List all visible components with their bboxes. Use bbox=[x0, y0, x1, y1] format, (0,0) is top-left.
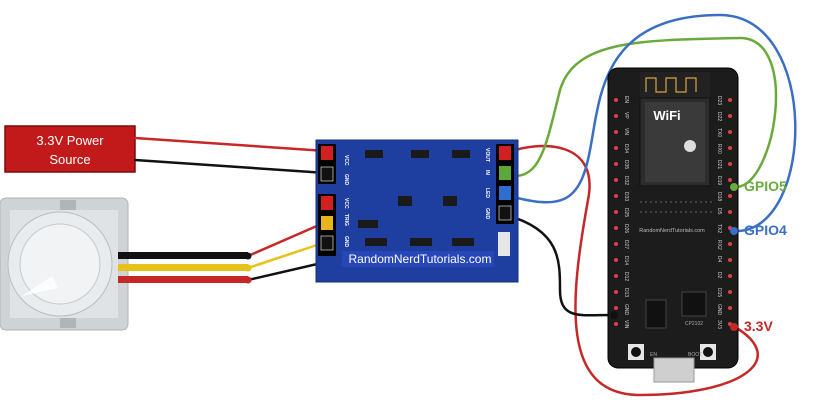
esp32-left-pin-label: D14 bbox=[623, 256, 629, 265]
esp32-right-pin-label: RX0 bbox=[716, 144, 722, 154]
esp32-right-pin-label: D2 bbox=[716, 272, 722, 279]
esp32-right-pin-label: D19 bbox=[716, 176, 722, 185]
wire-pir-gnd bbox=[246, 260, 328, 282]
esp32-right-pin-label: D4 bbox=[716, 256, 722, 263]
esp32-left-pin-label: EN bbox=[623, 96, 629, 103]
esp32-left-pin-label: D35 bbox=[623, 160, 629, 169]
esp32-left-pin-label: D32 bbox=[623, 176, 629, 185]
esp32-left-pin-label: D34 bbox=[623, 144, 629, 153]
esp32-left-pin-label: D26 bbox=[623, 224, 629, 233]
wires bbox=[133, 13, 797, 397]
wire-gnd-black bbox=[504, 213, 614, 317]
relay-pin-label: GND bbox=[343, 236, 349, 248]
wire-3v3-red bbox=[504, 144, 759, 397]
esp32-left-pin-label: D13 bbox=[623, 288, 629, 297]
esp32-right-pin-label: D22 bbox=[716, 112, 722, 121]
esp32-left-pin-label: D33 bbox=[623, 192, 629, 201]
wire-power-black bbox=[133, 158, 328, 175]
pir-sensor bbox=[0, 197, 248, 331]
wire-gpio5-green bbox=[504, 36, 778, 189]
gpio4-connection-dot bbox=[730, 227, 738, 235]
esp32-right-pin-label: D23 bbox=[716, 96, 722, 105]
relay-pin-label: GND bbox=[343, 174, 349, 186]
esp32-right-pin-label: 3V3 bbox=[716, 320, 722, 329]
power-source: 3.3V Power Source bbox=[4, 125, 136, 173]
relay-pin-label: VCC bbox=[343, 155, 349, 166]
esp32-right-pin-label: TX0 bbox=[716, 128, 722, 137]
gpio5-connection-dot bbox=[730, 183, 738, 191]
esp32-right-pin-label: GND bbox=[716, 304, 722, 316]
esp32-right-pin-label: RX2 bbox=[716, 240, 722, 250]
esp32-left-pin-label: D25 bbox=[623, 208, 629, 217]
chip-label: CP2102 bbox=[685, 321, 703, 327]
relay-pin-label: VOUT bbox=[484, 148, 490, 162]
gpio5-label: GPIO5 bbox=[744, 178, 787, 194]
gpio4-label: GPIO4 bbox=[744, 222, 787, 238]
esp32-left-pin-label: D27 bbox=[623, 240, 629, 249]
relay-brand: RandomNerdTutorials.com bbox=[349, 252, 492, 266]
esp32-left-pin-label: VP bbox=[623, 112, 629, 119]
esp32-right-pin-label: TX2 bbox=[716, 224, 722, 233]
gnd-connection-dot bbox=[610, 311, 618, 319]
wifi-logo: WiFi bbox=[653, 108, 680, 123]
v33-connection-dot bbox=[730, 323, 738, 331]
en-button-label: EN bbox=[650, 352, 657, 358]
pin-vcc-top bbox=[321, 146, 333, 160]
wire-pir-vcc bbox=[246, 220, 328, 258]
esp32-left-pin-label: D12 bbox=[623, 272, 629, 281]
relay-pin-label: GND bbox=[484, 208, 490, 220]
esp32-left-pin-label: VN bbox=[623, 128, 629, 135]
relay-pin-label: TRIG bbox=[343, 214, 349, 226]
v33-label: 3.3V bbox=[744, 318, 773, 334]
relay-pin-label: IN bbox=[484, 170, 490, 175]
wire-pir-trig bbox=[246, 240, 328, 270]
esp32-left-pins bbox=[614, 98, 618, 326]
esp32-right-pin-label: D5 bbox=[716, 208, 722, 215]
esp32-left-pin-label: GND bbox=[623, 304, 629, 316]
esp32-right-pin-label: D15 bbox=[716, 288, 722, 297]
boot-button-label: BOOT bbox=[688, 352, 702, 358]
relay-pin-label: LED bbox=[484, 188, 490, 198]
esp32-right-pin-label: D21 bbox=[716, 160, 722, 169]
esp32-right-pins bbox=[728, 98, 732, 326]
relay-board: VCC GND VCC TRIG GND VOUT IN LED GND Ran… bbox=[315, 139, 519, 283]
wire-power-red bbox=[133, 136, 328, 153]
wire-gpio4-blue bbox=[504, 13, 797, 233]
esp32-brand: RandomNerdTutorials.com bbox=[639, 228, 705, 234]
esp32-board: WiFi RandomNerdTutorials.com CP2102 EN B… bbox=[607, 67, 739, 383]
power-source-label-1: 3.3V Power bbox=[36, 133, 104, 148]
relay-pin-label: VCC bbox=[343, 198, 349, 209]
power-source-label-2: Source bbox=[49, 152, 90, 167]
esp32-left-pin-label: VIN bbox=[623, 320, 629, 329]
esp32-right-pin-label: D18 bbox=[716, 192, 722, 201]
